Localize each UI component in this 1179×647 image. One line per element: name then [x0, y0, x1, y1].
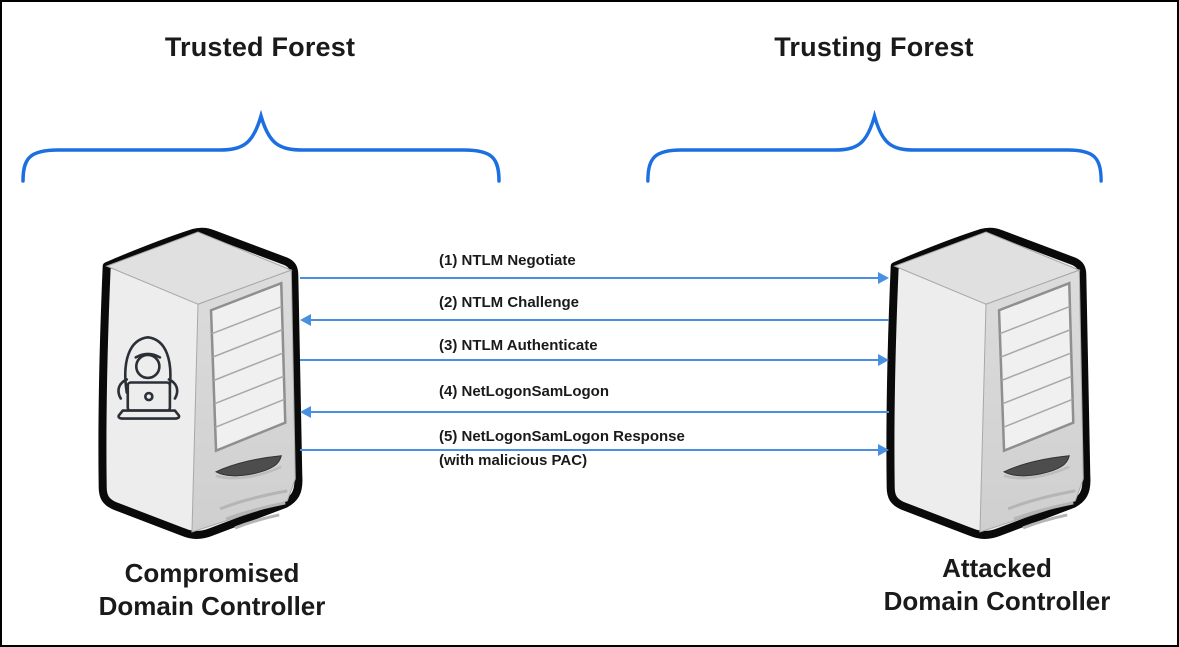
arrow-head-right-icon: [878, 444, 889, 456]
attacked-domain-controller-server-icon: [882, 226, 1096, 542]
trusting-forest-title: Trusting Forest: [774, 32, 974, 62]
trusting-forest-brace: [645, 110, 1104, 184]
attacked-dc-label: Attacked Domain Controller: [827, 552, 1167, 618]
arrow-head-left-icon: [300, 406, 311, 418]
message-label-3: (3) NTLM Authenticate: [439, 337, 598, 354]
arrow-netlogon-samlogon: [300, 406, 889, 418]
server-tower-icon: [886, 227, 1091, 539]
arrow-netlogon-samlogon-response: [300, 444, 889, 456]
arrow-line: [300, 449, 881, 451]
arrow-line: [308, 411, 889, 413]
dc-label-line2: Domain Controller: [98, 591, 326, 621]
arrow-head-right-icon: [878, 272, 889, 284]
trusted-forest-title: Trusted Forest: [164, 32, 356, 62]
arrow-ntlm-authenticate: [300, 354, 889, 366]
message-label-2: (2) NTLM Challenge: [439, 294, 580, 311]
hacker-icon: [117, 336, 181, 420]
dc-label-line1: Compromised: [124, 558, 300, 588]
curly-brace-icon: [646, 110, 1103, 183]
trusted-forest-brace: [20, 110, 502, 184]
arrow-ntlm-negotiate: [300, 272, 889, 284]
arrow-head-left-icon: [300, 314, 311, 326]
message-label-4: (4) NetLogonSamLogon: [439, 383, 609, 400]
compromised-domain-controller-server-icon: [94, 226, 308, 542]
compromised-dc-label: Compromised Domain Controller: [42, 557, 382, 623]
arrow-line: [300, 359, 881, 361]
dc-label-line1: Attacked: [942, 553, 1052, 583]
arrow-line: [308, 319, 889, 321]
arrow-head-right-icon: [878, 354, 889, 366]
arrow-ntlm-challenge: [300, 314, 889, 326]
server-tower-icon: [98, 227, 303, 539]
curly-brace-icon: [21, 110, 501, 183]
message-label-1: (1) NTLM Negotiate: [439, 252, 576, 269]
message-label-5-line2: (with malicious PAC): [439, 452, 588, 469]
dc-label-line2: Domain Controller: [883, 586, 1111, 616]
message-label-5: (5) NetLogonSamLogon Response: [439, 428, 685, 445]
arrow-line: [300, 277, 881, 279]
